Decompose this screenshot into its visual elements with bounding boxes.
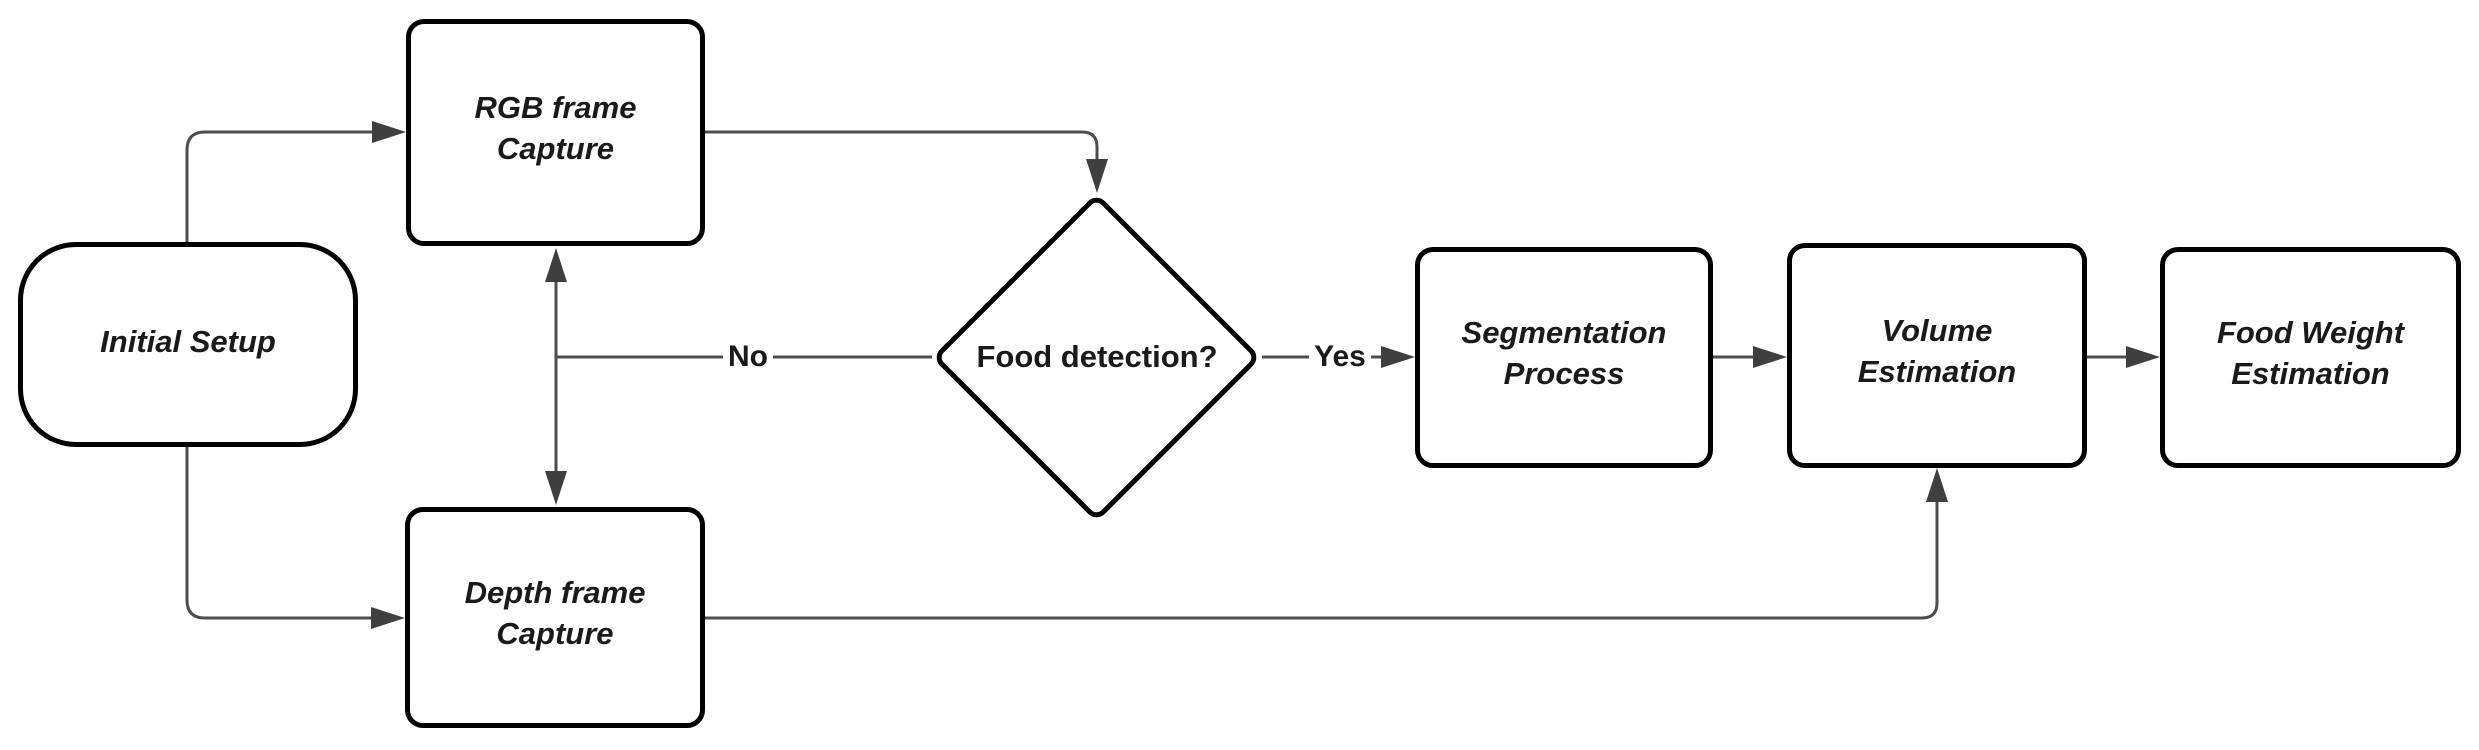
arrowhead-icon bbox=[371, 607, 405, 629]
node-rgb-frame-capture-line2: Capture bbox=[496, 130, 615, 166]
arrowhead-icon bbox=[1086, 159, 1108, 193]
node-initial-setup: Initial Setup bbox=[18, 242, 358, 447]
connector-depth-capture-to-volume bbox=[705, 468, 1948, 620]
node-initial-setup-label: Initial Setup bbox=[100, 324, 276, 359]
node-segmentation-process-line1: Segmentation bbox=[1461, 314, 1667, 350]
node-depth-frame-capture-line1: Depth frame bbox=[464, 574, 646, 610]
node-volume-estimation-line2: Estimation bbox=[1857, 353, 2017, 389]
arrowhead-up-icon bbox=[545, 248, 567, 282]
arrowhead-icon bbox=[2126, 346, 2160, 368]
arrowhead-down-icon bbox=[545, 471, 567, 505]
node-food-weight-estimation-line1: Food Weight bbox=[2216, 314, 2405, 350]
node-volume-estimation-line1: Volume bbox=[1881, 312, 1993, 348]
node-segmentation-process: Segmentation Process bbox=[1415, 247, 1713, 468]
connector-segmentation-to-volume bbox=[1713, 346, 1787, 368]
edge-label-yes: Yes bbox=[1309, 340, 1371, 374]
edge-label-no: No bbox=[723, 340, 773, 374]
node-rgb-frame-capture-line1: RGB frame bbox=[474, 89, 637, 125]
connector-initial-setup-to-depth-capture bbox=[185, 447, 405, 629]
node-segmentation-process-line2: Process bbox=[1503, 355, 1625, 391]
arrowhead-icon bbox=[372, 121, 406, 143]
node-volume-estimation: Volume Estimation bbox=[1787, 243, 2087, 468]
node-food-detection-label: Food detection? bbox=[976, 339, 1218, 374]
node-depth-frame-capture-line2: Capture bbox=[496, 615, 614, 651]
connector-volume-to-food-weight bbox=[2087, 346, 2160, 368]
node-depth-frame-capture: Depth frame Capture bbox=[405, 507, 705, 728]
connector-rgb-depth-double-arrow bbox=[545, 248, 567, 505]
node-food-weight-estimation-line2: Estimation bbox=[2231, 355, 2390, 391]
connector-rgb-capture-to-food-detection bbox=[705, 130, 1108, 193]
arrowhead-icon bbox=[1926, 468, 1948, 502]
arrowhead-icon bbox=[1753, 346, 1787, 368]
node-rgb-frame-capture: RGB frame Capture bbox=[406, 19, 705, 246]
node-food-weight-estimation: Food Weight Estimation bbox=[2160, 247, 2461, 468]
arrowhead-icon bbox=[1381, 346, 1415, 368]
connector-initial-setup-to-rgb-capture bbox=[185, 121, 406, 242]
